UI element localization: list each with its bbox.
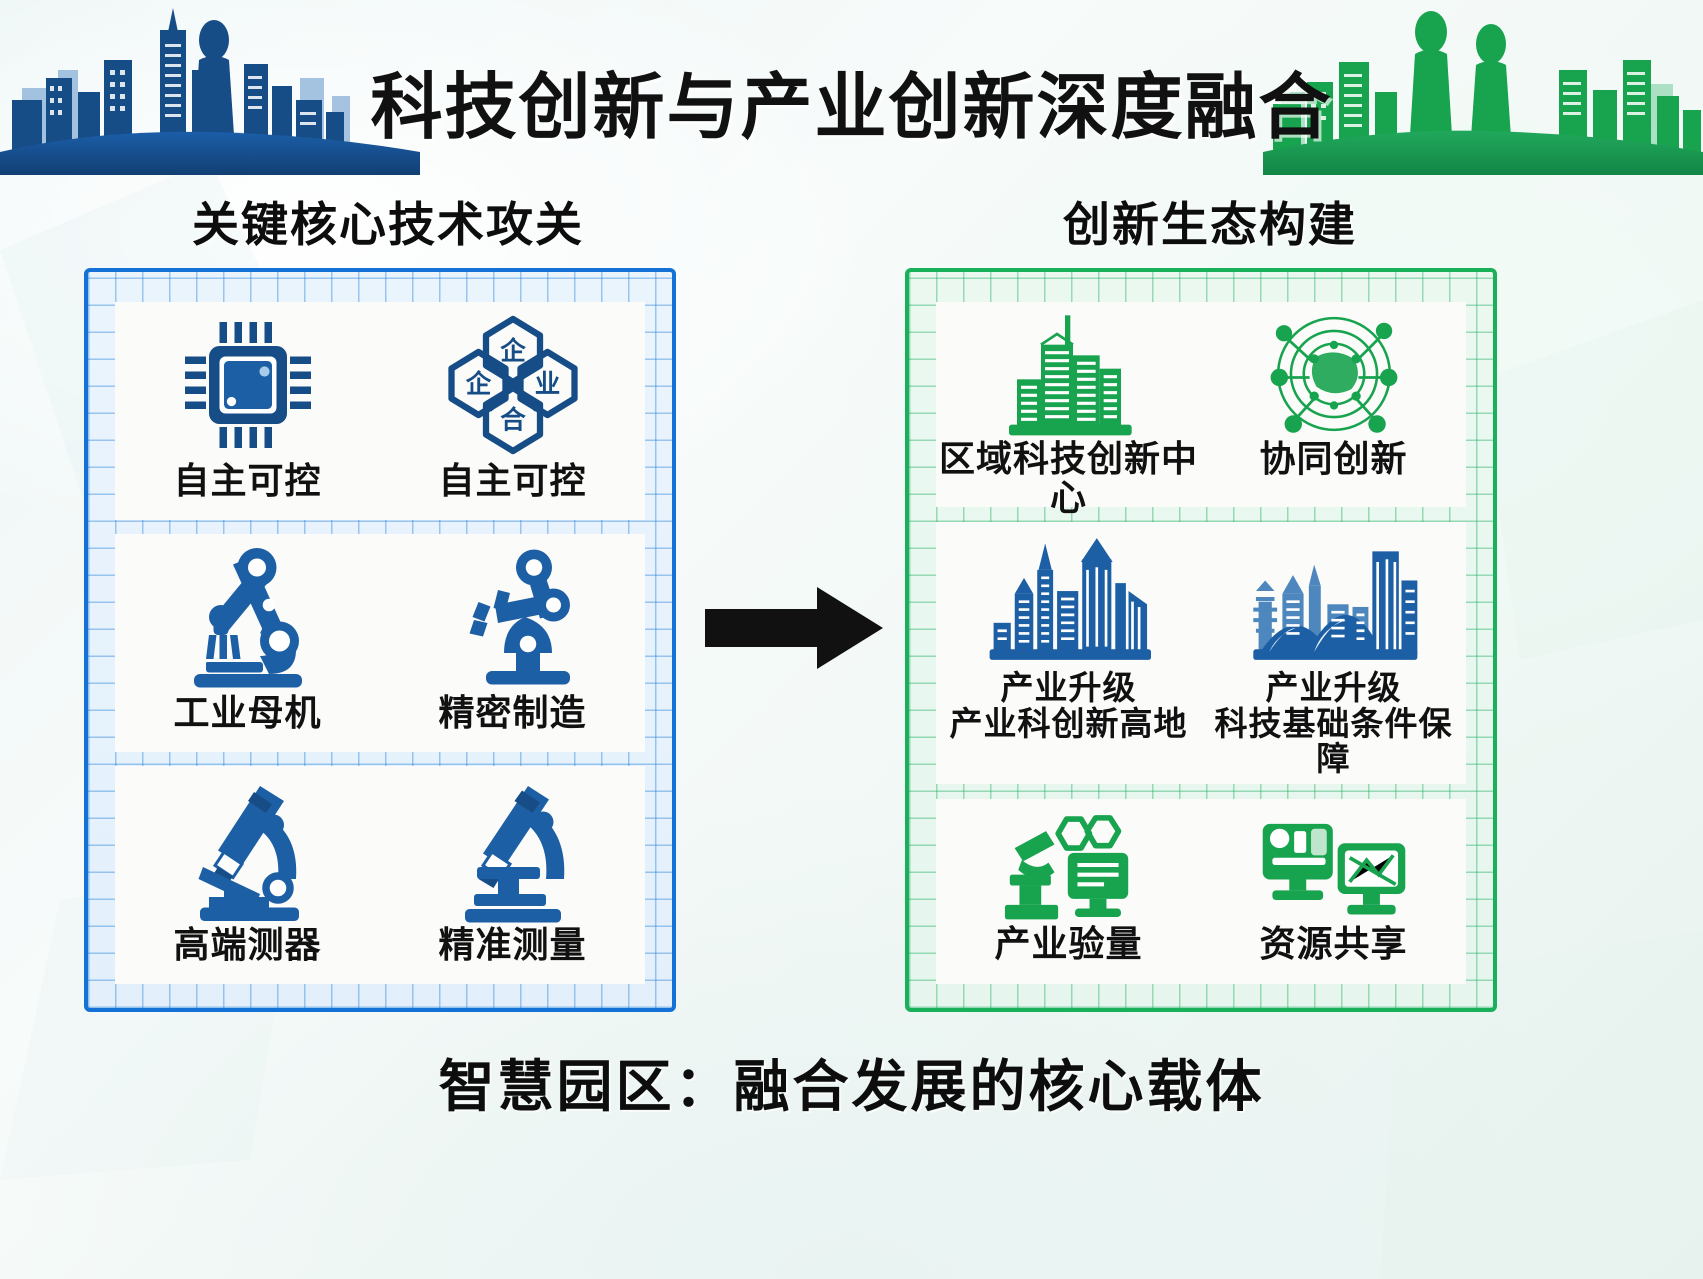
microchip-icon (173, 310, 323, 460)
card-industry-upgrade-infrastructure[interactable]: 产业升级 科技基础条件保障 (1201, 522, 1466, 784)
dual-monitor-share-icon (1254, 807, 1414, 923)
card-zizhu-kekong-enterprise[interactable]: 企 合 企 业 自主可控 (380, 302, 645, 520)
card-label: 区域科技创新中心 (938, 438, 1198, 518)
panel-row: 高端测器 (115, 766, 645, 984)
card-label: 产业升级 产业科创新高地 (950, 670, 1188, 741)
card-zizhu-kekong-chip[interactable]: 自主可控 (115, 302, 380, 520)
svg-text:企: 企 (465, 370, 491, 399)
section-heading-left: 关键核心技术攻关 (192, 198, 584, 251)
microscope-icon (173, 774, 323, 924)
panel-row: 工业母机 (115, 534, 645, 752)
page-title: 科技创新与产业创新深度融合 (370, 68, 1333, 148)
section-heading-right: 创新生态构建 (1063, 198, 1357, 251)
panel-row: 产业验量 (936, 799, 1466, 984)
card-label: 自主可控 (173, 460, 322, 501)
page-header: 科技创新与产业创新深度融合 (0, 0, 1703, 175)
svg-text:业: 业 (534, 371, 560, 399)
card-label: 协同创新 (1259, 438, 1408, 479)
industrial-robot-arm-icon (172, 542, 324, 692)
card-precision-measurement[interactable]: 精准测量 (380, 766, 645, 984)
card-label: 高端测器 (173, 924, 322, 965)
panel-row: 区域科技创新中心 (936, 302, 1466, 517)
microscope-measure-icon (438, 774, 588, 924)
card-collaborative-innovation[interactable]: 协同创新 (1201, 302, 1466, 507)
globe-network-icon (1261, 310, 1407, 438)
card-label: 精准测量 (438, 924, 587, 965)
card-label: 产业验量 (994, 923, 1143, 964)
card-label-line2: 科技基础条件保障 (1214, 704, 1453, 778)
blue-city-bridge-icon (1248, 530, 1420, 668)
card-industry-verification[interactable]: 产业验量 (936, 799, 1201, 984)
city-skyline-people-green-icon (1263, 11, 1703, 175)
right-arrow-icon (705, 587, 883, 669)
lab-arm-monitor-icon (989, 807, 1149, 923)
panel-innovation-ecosystem: 区域科技创新中心 (905, 268, 1497, 1012)
card-label: 自主可控 (438, 460, 587, 501)
card-industrial-mother-machine[interactable]: 工业母机 (115, 534, 380, 752)
card-label: 产业升级 科技基础条件保障 (1201, 670, 1466, 777)
card-label-line1: 产业升级 (1265, 669, 1402, 706)
precision-robot-arm-icon (437, 542, 589, 692)
city-skyline-person-blue-icon (0, 8, 420, 175)
card-label-line1: 产业升级 (1000, 669, 1137, 706)
panel-row: 产业升级 产业科创新高地 (936, 522, 1466, 784)
svg-text:合: 合 (500, 406, 526, 435)
blue-cityscape-icon (983, 530, 1155, 668)
card-high-end-instrument[interactable]: 高端测器 (115, 766, 380, 984)
card-precision-manufacturing[interactable]: 精密制造 (380, 534, 645, 752)
card-label: 工业母机 (173, 692, 322, 733)
card-regional-innovation-center[interactable]: 区域科技创新中心 (936, 302, 1201, 517)
panel-row: 自主可控 企 合 企 业 (115, 302, 645, 520)
enterprise-hexagon-cluster-icon: 企 合 企 业 (438, 310, 588, 460)
card-label: 资源共享 (1259, 923, 1408, 964)
green-buildings-icon (994, 310, 1144, 438)
footer-caption: 智慧园区：融合发展的核心载体 (438, 1055, 1265, 1118)
card-industry-upgrade-highland[interactable]: 产业升级 产业科创新高地 (936, 522, 1201, 784)
card-resource-sharing[interactable]: 资源共享 (1201, 799, 1466, 984)
panel-key-core-technology: 自主可控 企 合 企 业 (84, 268, 676, 1012)
card-label: 精密制造 (438, 692, 587, 733)
card-label-line2: 产业科创新高地 (949, 704, 1188, 742)
svg-text:企: 企 (500, 337, 526, 366)
